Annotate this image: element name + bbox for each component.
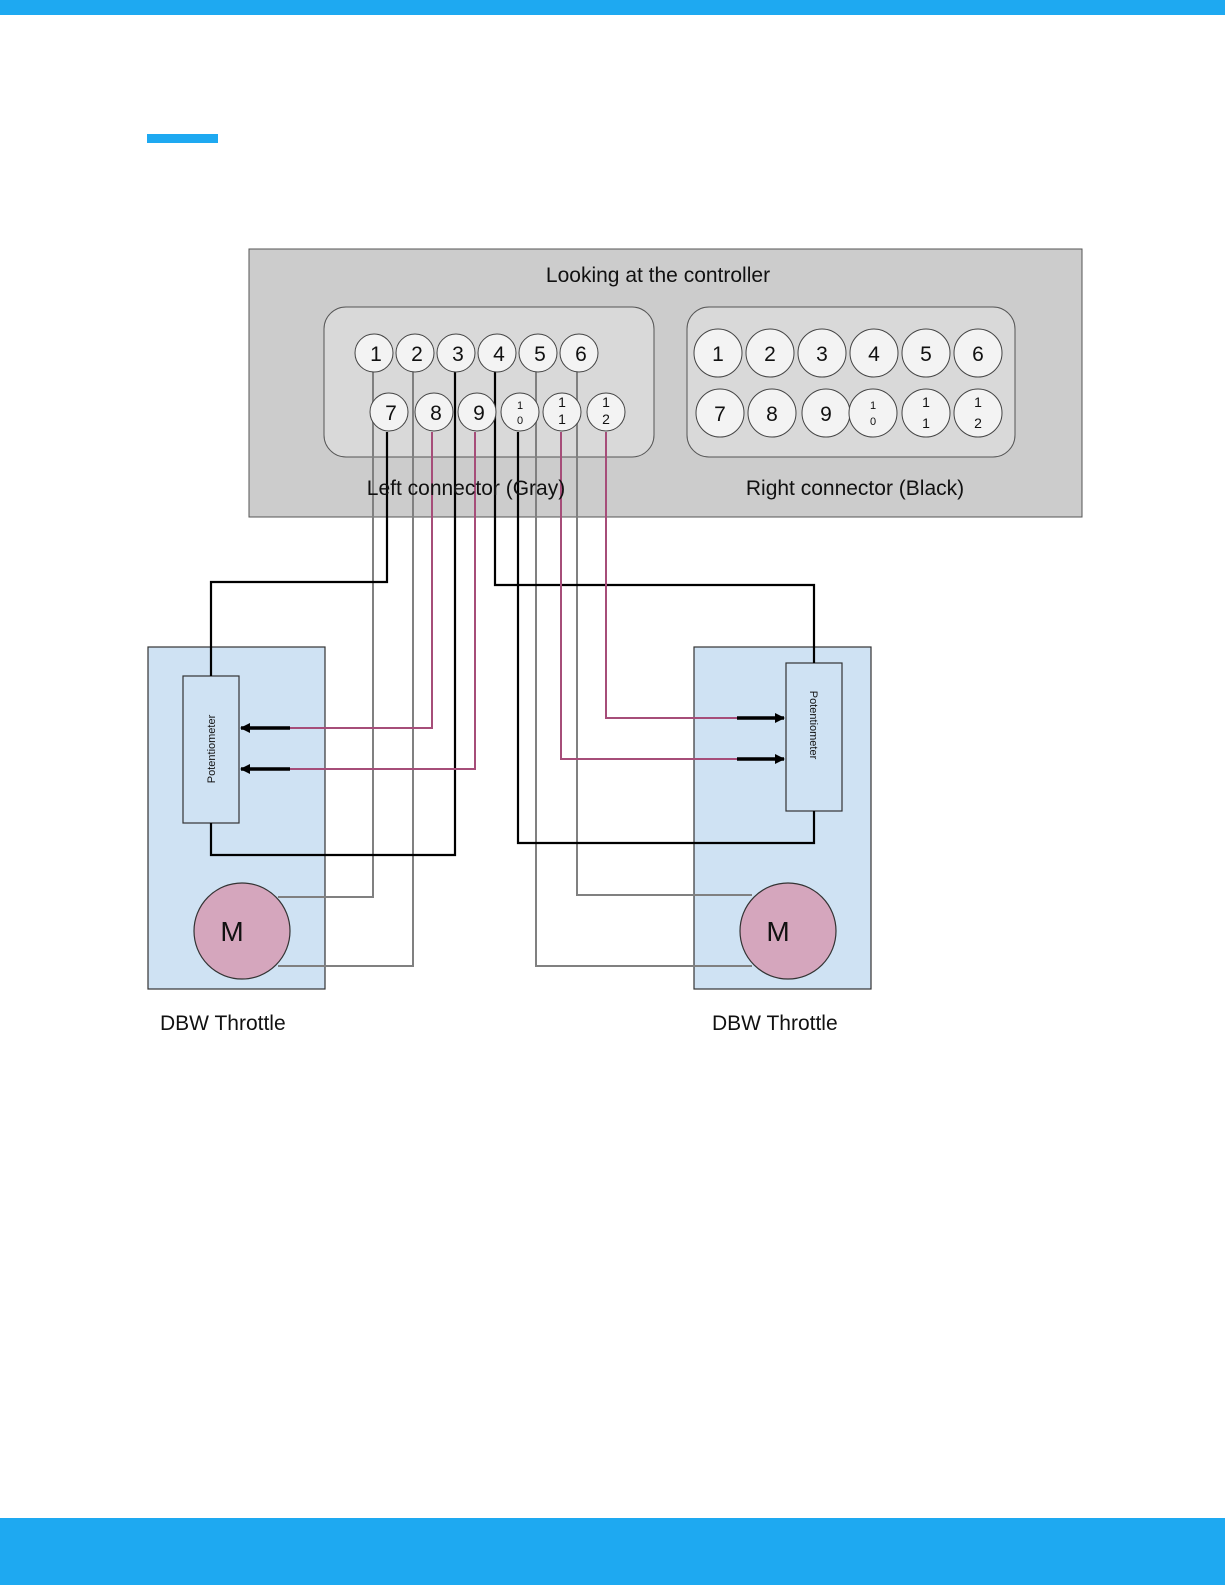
right-pin-1: 1: [712, 343, 724, 366]
left-throttle-label: DBW Throttle: [160, 1012, 286, 1035]
right-potentiometer-label: Potentiometer: [807, 691, 819, 760]
left-pin-6: 6: [575, 343, 587, 366]
right-pin-10-bottom: 0: [870, 416, 876, 428]
left-pin-11-bottom: 1: [558, 411, 566, 427]
left-potentiometer-label: Potentiometer: [206, 714, 218, 783]
left-pin-8: 8: [430, 402, 442, 425]
left-pin-2: 2: [411, 343, 423, 366]
right-pin-6: 6: [972, 343, 984, 366]
left-pin-7: 7: [385, 402, 397, 425]
left-pin-4: 4: [493, 343, 505, 366]
right-pin-4: 4: [868, 343, 880, 366]
right-pin-9: 9: [820, 403, 832, 426]
right-throttle-label: DBW Throttle: [712, 1012, 838, 1035]
right-pin-12-bottom: 2: [974, 415, 982, 431]
left-pin-10-bottom: 0: [517, 415, 523, 427]
right-pin-11-bottom: 1: [922, 415, 930, 431]
left-pin-9: 9: [473, 402, 485, 425]
footer-bar: [0, 1518, 1225, 1585]
right-pin-12-top: 1: [974, 394, 982, 410]
right-connector-housing: [687, 307, 1015, 457]
left-pin-5: 5: [534, 343, 546, 366]
right-pin-3: 3: [816, 343, 828, 366]
right-pin-2: 2: [764, 343, 776, 366]
right-pin-7: 7: [714, 403, 726, 426]
right-connector-label: Right connector (Black): [746, 477, 964, 500]
left-pin-3: 3: [452, 343, 464, 366]
right-pin-11-top: 1: [922, 394, 930, 410]
right-pin-8: 8: [766, 403, 778, 426]
left-pin-11-top: 1: [558, 394, 566, 410]
controller-title: Looking at the controller: [546, 264, 770, 287]
left-connector-label: Left connector (Gray): [367, 477, 565, 500]
left-pin-10-top: 1: [517, 400, 523, 412]
right-pin-5: 5: [920, 343, 932, 366]
right-motor-label: M: [766, 916, 789, 947]
left-motor-label: M: [220, 916, 243, 947]
left-pin-12-top: 1: [602, 394, 610, 410]
left-pin-12-bottom: 2: [602, 411, 610, 427]
left-pin-1: 1: [370, 343, 382, 366]
right-pin-10-top: 1: [870, 400, 876, 412]
